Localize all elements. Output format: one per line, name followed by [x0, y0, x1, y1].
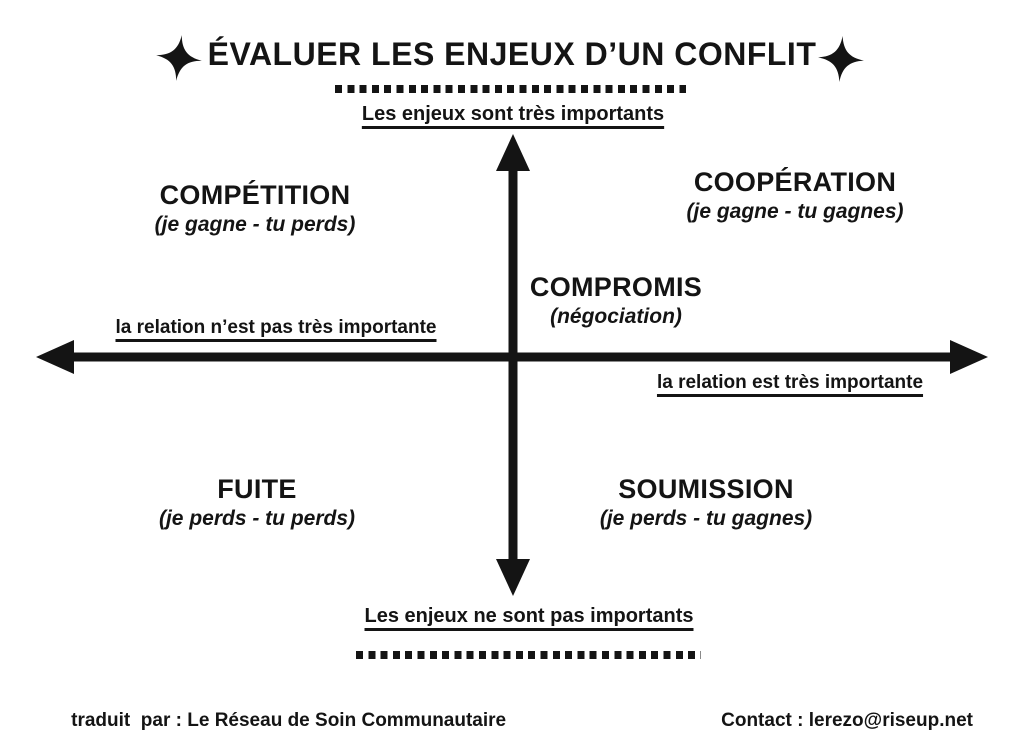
- axis-label-left: la relation n’est pas très importante: [115, 317, 437, 338]
- credit-line: traduit par : Le Réseau de Soin Communau…: [50, 688, 506, 732]
- center-name: COMPROMIS: [529, 272, 703, 302]
- quadrant-subtitle: (je gagne - tu gagnes): [686, 200, 904, 223]
- quadrant-subtitle: (je gagne - tu perds): [154, 213, 356, 236]
- quadrant-subtitle: (je perds - tu gagnes): [599, 507, 813, 530]
- contact-separator: :: [791, 710, 809, 731]
- contact-email: lerezo@riseup.net: [808, 710, 973, 731]
- dotted-divider-bottom: [356, 651, 701, 659]
- sparkle-icon: [156, 35, 202, 81]
- sparkle-icon: [818, 36, 864, 82]
- quadrant-subtitle: (je perds - tu perds): [158, 507, 356, 530]
- quadrant-name: COOPÉRATION: [693, 167, 897, 197]
- quadrant-name: COMPÉTITION: [159, 180, 351, 210]
- dotted-divider-top: [335, 85, 686, 93]
- center-subtitle: (négociation): [550, 305, 682, 328]
- quadrant-fuite: FUITE (je perds - tu perds): [159, 474, 355, 534]
- axis-label-right: la relation est très importante: [656, 372, 924, 393]
- quadrant-name: SOUMISSION: [618, 474, 794, 504]
- credit-separator: :: [170, 710, 188, 731]
- page-title: ÉVALUER LES ENJEUX D’UN CONFLIT: [207, 36, 817, 72]
- contact-line: Contact : lerezo@riseup.net: [700, 688, 973, 732]
- quadrant-name: FUITE: [217, 474, 297, 504]
- credit-label: traduit par: [71, 710, 171, 731]
- quadrant-soumission: SOUMISSION (je perds - tu gagnes): [600, 474, 812, 534]
- axis-label-bottom: Les enjeux ne sont pas importants: [364, 605, 694, 627]
- axis-label-top: Les enjeux sont très importants: [361, 103, 665, 125]
- center-compromis: COMPROMIS (négociation): [530, 272, 702, 332]
- contact-label: Contact: [721, 710, 792, 731]
- vertical-axis-arrow: [496, 134, 530, 596]
- quadrant-competition: COMPÉTITION (je gagne - tu perds): [155, 180, 356, 240]
- quadrant-cooperation: COOPÉRATION (je gagne - tu gagnes): [686, 167, 903, 227]
- horizontal-axis-arrow: [36, 340, 988, 374]
- credit-value: Le Réseau de Soin Communautaire: [187, 710, 507, 731]
